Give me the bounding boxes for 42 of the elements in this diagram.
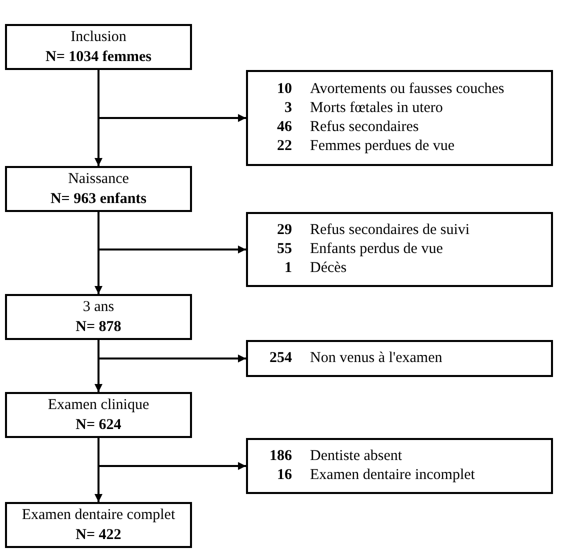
stage-title: 3 ans bbox=[82, 298, 116, 317]
count: 1 bbox=[284, 259, 292, 278]
count: 46 bbox=[276, 118, 292, 137]
exclusion-box bbox=[246, 438, 553, 494]
count: 16 bbox=[276, 466, 292, 485]
stage-count: N= 963 enfants bbox=[49, 190, 148, 209]
reason-text: Examen dentaire incomplet bbox=[310, 466, 476, 485]
stage-count: N= 624 bbox=[74, 416, 122, 435]
exclusion-box bbox=[246, 212, 553, 287]
reason-text: Décès bbox=[310, 259, 348, 278]
arrow bbox=[94, 212, 102, 294]
stage-title: Naissance bbox=[67, 170, 130, 189]
count: 3 bbox=[284, 99, 292, 118]
reason-text: Morts fœtales in utero bbox=[310, 99, 444, 118]
count: 10 bbox=[276, 80, 292, 99]
reason-text: Femmes perdues de vue bbox=[310, 137, 456, 156]
stage-box bbox=[5, 294, 192, 340]
stage-title: Examen dentaire complet bbox=[20, 506, 176, 525]
reason-text: Non venus à l'examen bbox=[310, 349, 444, 368]
count: 254 bbox=[268, 349, 292, 368]
count: 186 bbox=[268, 447, 292, 466]
arrow bbox=[94, 70, 102, 166]
stage-box bbox=[5, 502, 192, 548]
stage-box bbox=[5, 392, 192, 438]
count: 22 bbox=[276, 137, 292, 156]
stage-count: N= 878 bbox=[74, 318, 122, 337]
reason-text: Dentiste absent bbox=[310, 447, 404, 466]
reason-text: Avortements ou fausses couches bbox=[310, 80, 506, 99]
arrow bbox=[94, 438, 102, 502]
exclusion-box bbox=[246, 70, 553, 166]
count: 29 bbox=[276, 221, 292, 240]
stage-title: Inclusion bbox=[70, 28, 128, 47]
reason-text: Refus secondaires bbox=[310, 118, 420, 137]
stage-count: N= 422 bbox=[74, 526, 122, 545]
stage-box bbox=[5, 166, 192, 212]
reason-text: Refus secondaires de suivi bbox=[310, 221, 471, 240]
stage-count: N= 1034 femmes bbox=[44, 48, 153, 67]
reason-text: Enfants perdus de vue bbox=[310, 240, 444, 259]
stage-box bbox=[5, 24, 192, 70]
stage-title: Examen clinique bbox=[46, 396, 150, 415]
count: 55 bbox=[276, 240, 292, 259]
exclusion-box bbox=[246, 340, 553, 377]
